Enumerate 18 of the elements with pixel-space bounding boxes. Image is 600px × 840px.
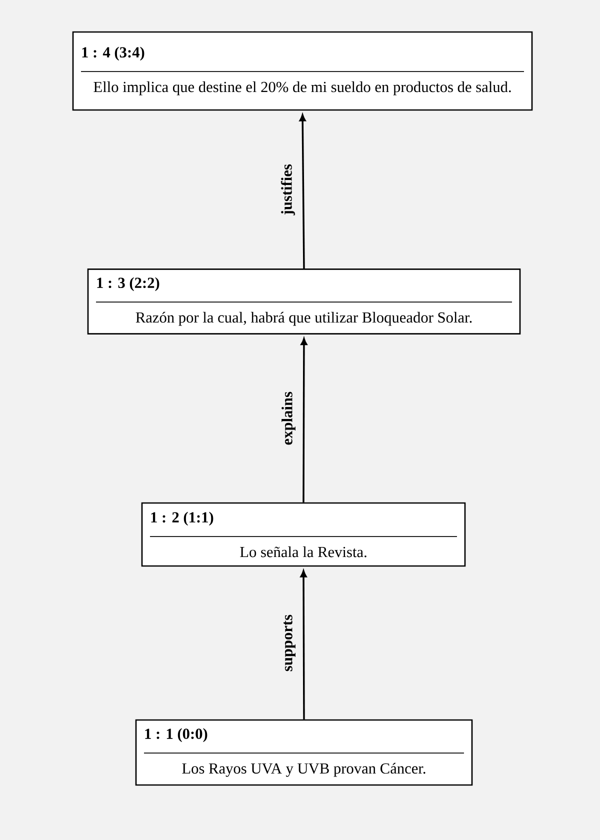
node-text: Lo señala la Revista. [240, 546, 366, 558]
node-text: Razón por la cual, habrá que utilizar Bloqueador Solar. [136, 312, 472, 326]
edge-label: supports [282, 613, 297, 673]
node-heading: 1 : 2 (1:1) [151, 512, 214, 526]
node-text: Los Rayos UVA y UVB provan Cáncer. [182, 762, 426, 777]
argument-box [87, 268, 521, 334]
node-text: Ello implica que destine el 20% de mi sueldo en productos de salud. [94, 81, 511, 96]
edge-label: explains [280, 390, 297, 447]
argument-box [72, 31, 533, 111]
argument-box [135, 719, 473, 786]
node-heading: 1 : 3 (2:2) [97, 277, 160, 292]
arrow [300, 570, 307, 720]
argument-box [141, 502, 466, 567]
edge-label: justifies [280, 162, 296, 216]
node-heading: 1 : 1 (0:0) [145, 728, 208, 742]
arrow [300, 338, 308, 502]
node-heading: 1 : 4 (3:4) [82, 46, 144, 61]
arrow [299, 114, 306, 269]
